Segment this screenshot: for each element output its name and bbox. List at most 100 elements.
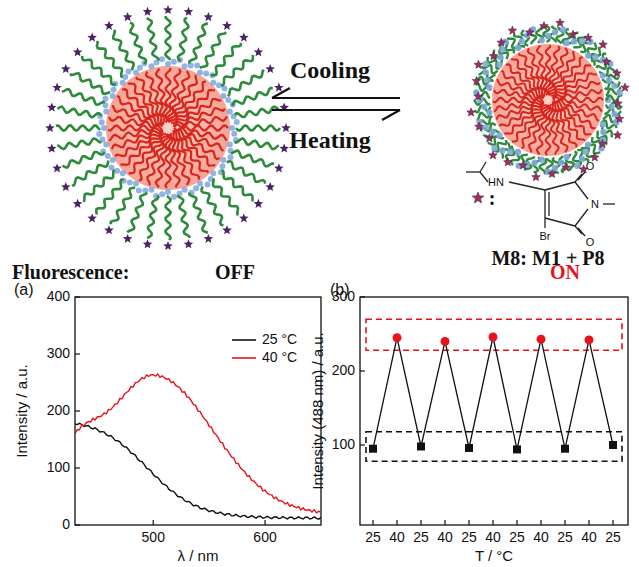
fluorophore-star [497,38,506,46]
shell-bead [133,180,139,186]
fluorophore-star [61,64,71,73]
shell-bead [600,72,606,78]
corona-chain [232,88,272,106]
cooled-point [513,445,521,453]
shell-bead [182,187,188,193]
corona-chain [235,107,279,117]
shell-bead [486,109,492,115]
shell-bead [182,63,188,69]
fluorophore-star [489,151,498,159]
shell-bead [197,70,203,76]
fluorophore-star [52,83,62,92]
shell-bead [229,125,235,131]
heated-point [537,335,546,344]
shell-bead [165,189,171,195]
fluorophore-star [613,69,622,77]
corona-chain [58,107,102,118]
shell-bead [137,65,143,71]
shell-bead [101,125,107,131]
tick-label: 25 [509,530,525,545]
shell-bead [227,142,233,148]
shell-bead [234,119,240,125]
fluorophore-star [472,77,481,85]
fluorophore-star [562,163,571,171]
shell-bead [592,54,598,60]
fluorophore-star [61,182,71,191]
fluorophore-star [163,5,173,14]
equilibrium-arrows [272,88,400,120]
tick-label: 40 [485,530,501,545]
micelle-core [106,66,230,190]
fluorophore-star [45,123,55,132]
corona-chain [111,188,136,225]
legend-text: 25 °C [262,332,297,347]
fluorophore-star [519,161,528,169]
tick-label: 300 [332,289,355,304]
fluorophore-star [265,64,275,73]
axis-title: λ / nm [178,548,219,565]
corona-chain [177,195,190,238]
shell-bead [560,26,566,32]
cooled-point [369,445,377,453]
axis-title: Intensity (488 nm) / a.u. [310,332,327,490]
tick-label: 100 [332,437,355,452]
corona-chain [235,139,279,150]
fluorophore-star [474,92,483,100]
corona-chain [236,125,280,130]
fluorophore-star [204,234,214,243]
tick-label: 600 [253,530,276,545]
fluorophore-star [47,103,57,112]
shell-bead [579,156,585,162]
fluorophore-star [163,241,173,250]
shell-bead [539,156,545,162]
process-label: Cooling [290,57,370,83]
shell-bead [585,141,591,147]
axis-title: T / °C [475,548,513,565]
high-state-box [366,319,622,350]
shell-bead [600,129,606,135]
fluorophore-star [239,33,249,42]
shell-bead [611,83,617,89]
tick-label: 200 [47,403,70,418]
fluorophore-star [615,115,624,123]
fluorophore-star [143,239,153,248]
tick-label: 40 [581,530,597,545]
shell-bead [219,163,225,169]
fluorophore-star [87,33,97,42]
fluorophore-star [254,47,264,56]
shell-bead [606,77,612,83]
shell-bead [159,191,165,197]
shell-bead [133,70,139,76]
shell-bead [481,103,487,109]
fluorophore-star [598,139,607,147]
micelle-core [492,44,604,156]
fluorophore-star [47,144,57,153]
fluorophore-star [73,47,83,56]
atom-label: O [586,160,595,172]
corona-chain [147,18,159,61]
tick-label: 40 [533,530,549,545]
corona-chain [178,18,189,62]
corona-chain [63,152,105,168]
fluorophore-star [599,40,608,48]
state-label: ON [550,261,580,283]
fluorophore-star [280,144,290,153]
heated-point [393,333,402,342]
corona-chain [147,195,158,238]
cooled-point [609,441,617,449]
shell-bead [552,164,558,170]
spectrum-40 [75,374,321,513]
shell-bead [496,62,502,68]
fluorophore-star [602,57,611,65]
fluorophore-star [569,30,578,38]
shell-bead [99,119,105,125]
atom-label: N [591,198,599,210]
shell-bead [165,61,171,67]
tick-label: 40 [437,530,453,545]
corona-chain [553,158,560,174]
shell-bead [579,38,585,44]
fluorophore-star [540,22,549,30]
atom-label: Br [540,230,551,242]
shell-bead [600,121,606,127]
fluorophore-star [274,163,284,172]
